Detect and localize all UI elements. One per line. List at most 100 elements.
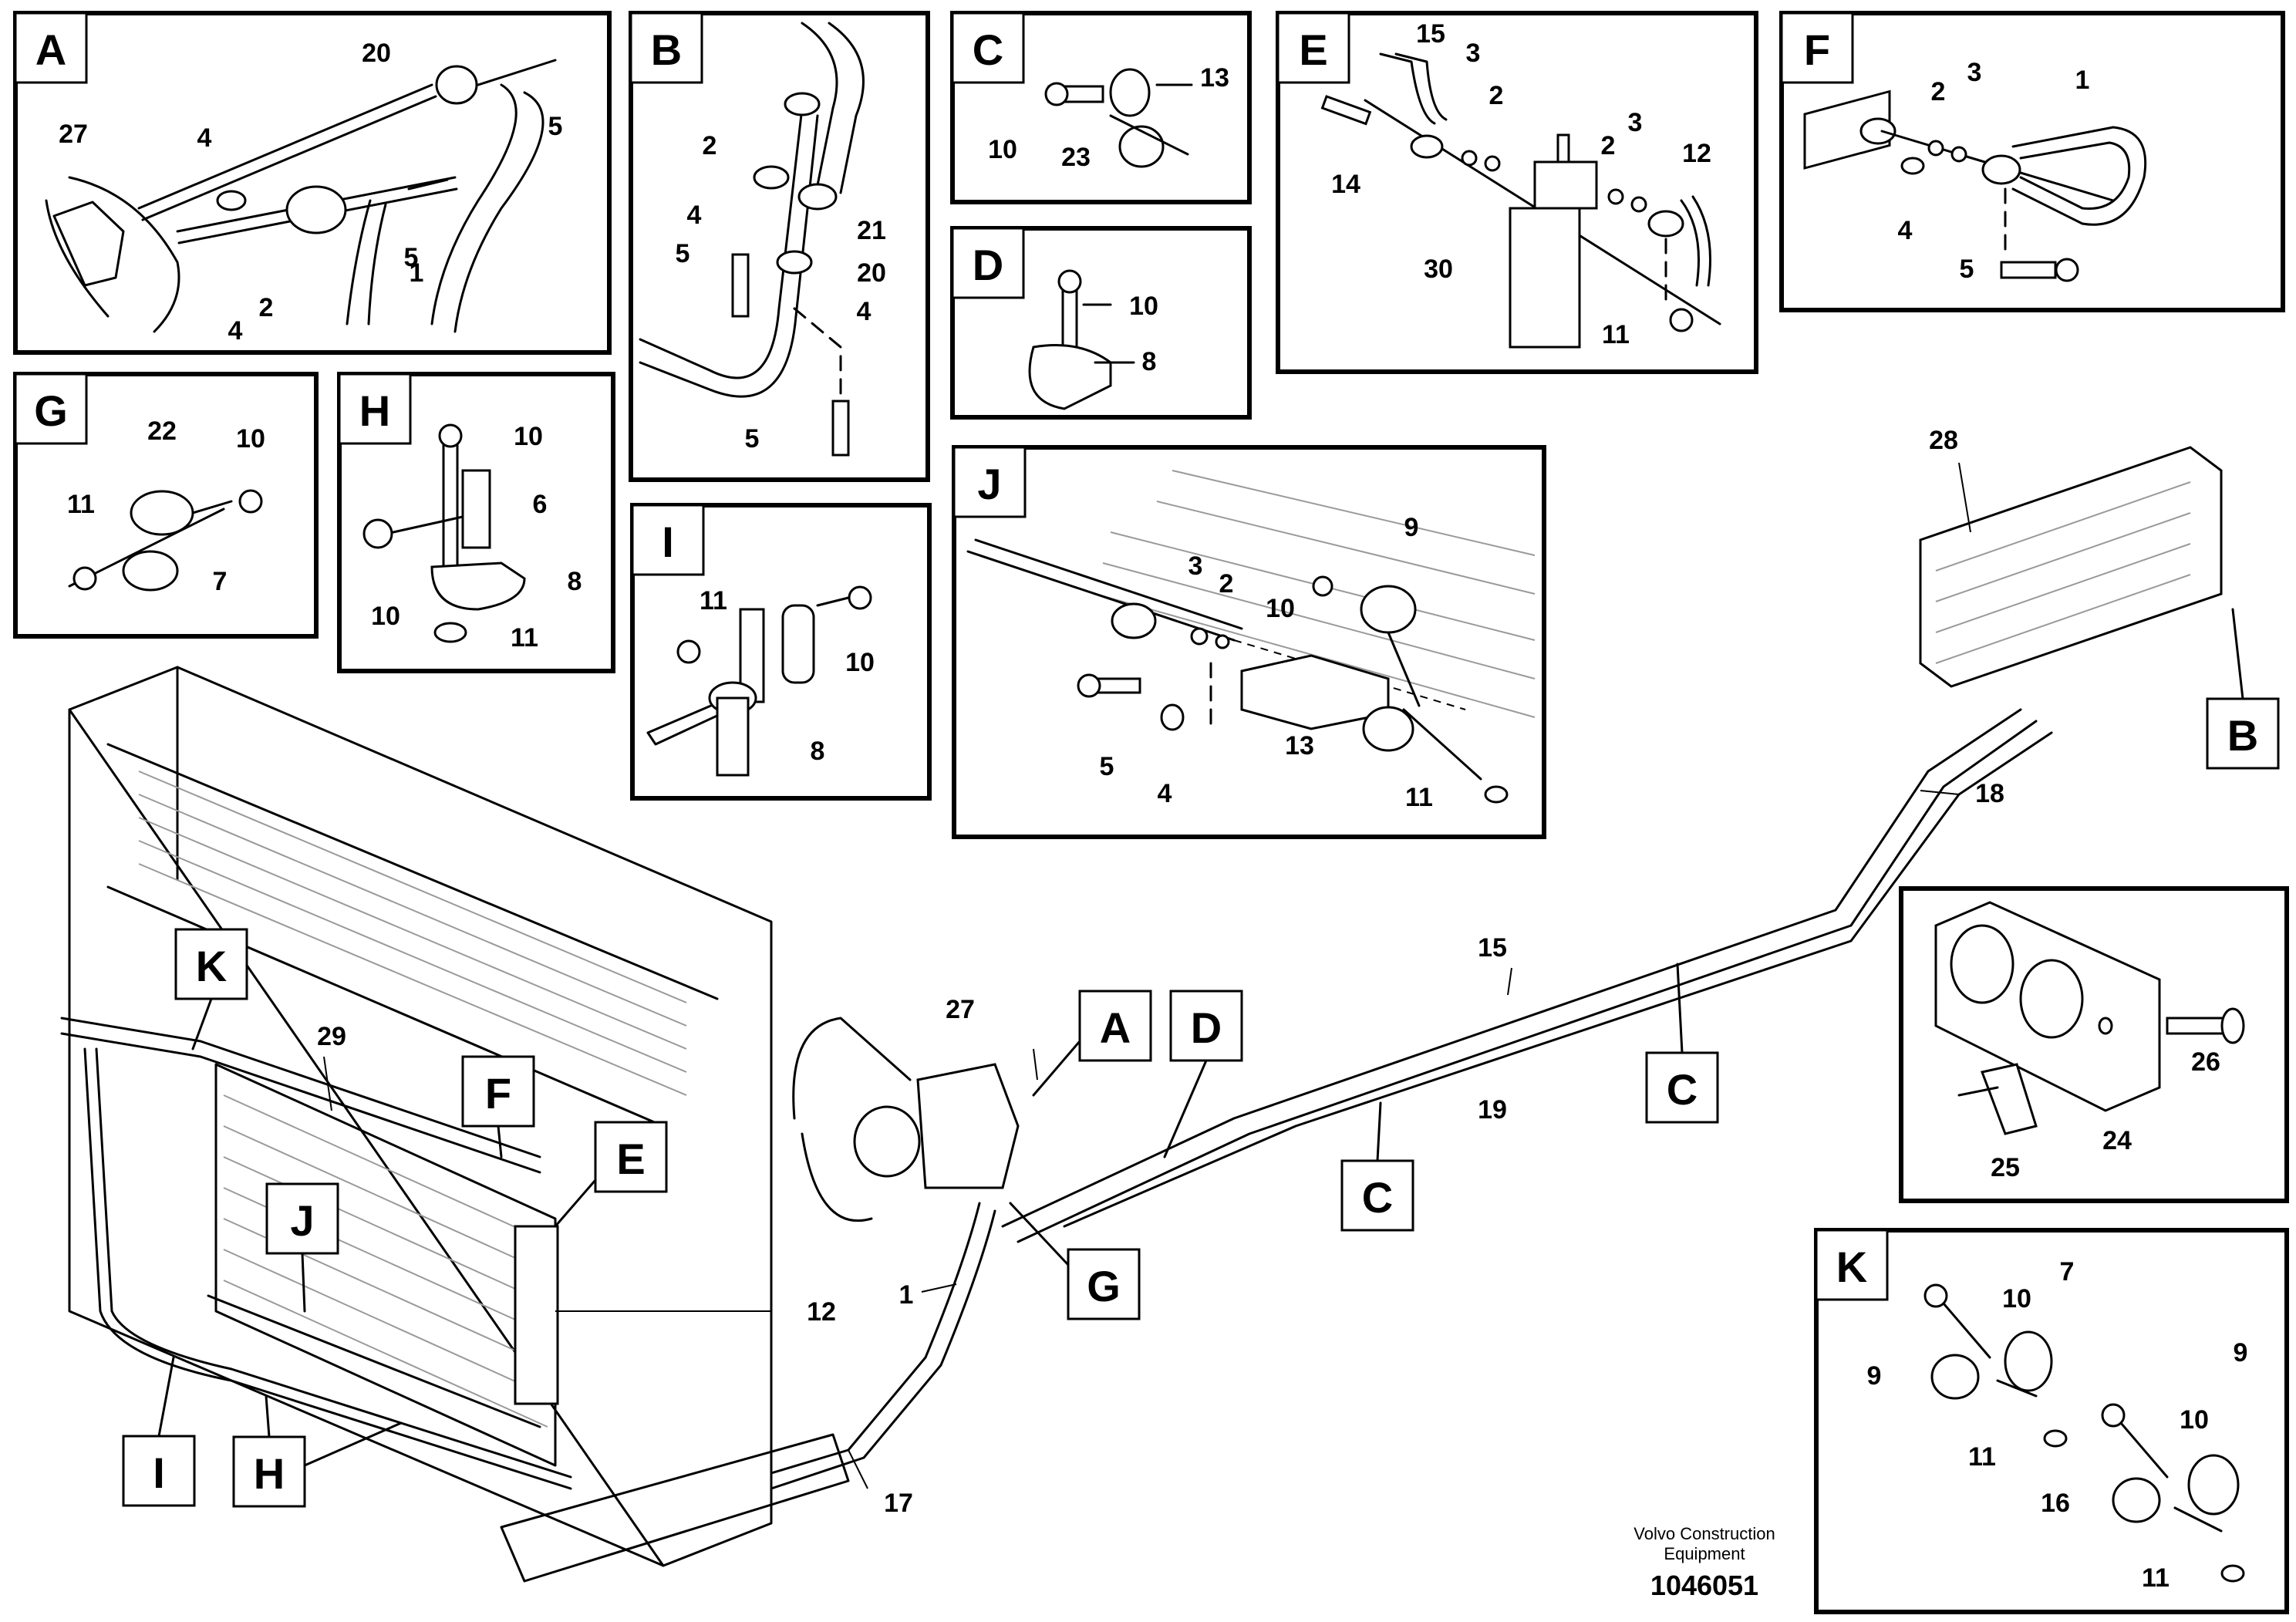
label-j-5: 5 — [1100, 752, 1114, 781]
label-g-11: 11 — [67, 490, 95, 519]
detail-panel-k: K 7 10 9 11 9 10 16 11 — [1814, 1228, 2289, 1614]
label-h-8: 8 — [568, 567, 582, 596]
label-k-11b: 11 — [2142, 1563, 2170, 1593]
label-h-10: 10 — [514, 422, 543, 451]
detail-panel-f: F 3 1 2 4 5 — [1779, 11, 2285, 312]
detail-panel-d: D 10 8 — [950, 226, 1252, 420]
detail-panel-i: I 11 10 8 — [630, 503, 932, 801]
label-a-4: 4 — [197, 123, 212, 153]
label-a-27: 27 — [59, 120, 88, 149]
panel-letter-d: D — [973, 241, 1003, 289]
label-b-4: 4 — [687, 201, 702, 230]
label-b-21: 21 — [857, 216, 886, 245]
label-k-11: 11 — [1968, 1442, 1996, 1472]
callout-c1: C — [1340, 1101, 1414, 1232]
radiator-frame — [68, 666, 773, 1567]
label-j-3: 3 — [1188, 551, 1203, 581]
label-k-9: 9 — [1867, 1361, 1882, 1391]
callout-g: G — [1009, 1202, 1141, 1320]
label-a-5b: 5 — [404, 243, 419, 272]
panel-letter-a: A — [35, 25, 66, 74]
label-d-10: 10 — [1129, 292, 1158, 321]
label-c-23: 23 — [1061, 143, 1091, 172]
label-j-9: 9 — [1404, 513, 1419, 542]
label-h-11: 11 — [511, 623, 538, 653]
label-f-3: 3 — [1967, 58, 1982, 87]
label-a-4b: 4 — [228, 316, 243, 346]
svg-text:J: J — [290, 1196, 314, 1245]
detail-panel-b: B 2 4 21 20 5 4 5 — [629, 11, 930, 482]
svg-text:C: C — [1667, 1065, 1698, 1114]
detail-panel-h: H 10 6 10 8 11 — [337, 372, 615, 673]
panel-letter-h: H — [359, 386, 390, 435]
label-f-5: 5 — [1960, 255, 1974, 284]
footer-company-line2: Equipment — [1664, 1544, 1745, 1563]
label-g-7: 7 — [213, 567, 228, 596]
label-e-2: 2 — [1489, 81, 1504, 110]
label-g-22: 22 — [147, 416, 177, 446]
label-k-10b: 10 — [2180, 1405, 2209, 1435]
label-bracket-26: 26 — [2191, 1047, 2220, 1077]
label-bracket-24: 24 — [2102, 1126, 2132, 1155]
callout-j: J — [265, 1182, 339, 1313]
callout-b: B — [2206, 608, 2280, 770]
label-f-4: 4 — [1898, 216, 1913, 245]
label-b-5b: 5 — [745, 424, 760, 454]
label-k-9b: 9 — [2234, 1338, 2248, 1367]
label-b-2: 2 — [703, 131, 717, 160]
drawing-number: 1046051 — [1650, 1570, 1758, 1601]
footer: Volvo Construction Equipment 1046051 — [1633, 1524, 1775, 1601]
footer-company-line1: Volvo Construction — [1633, 1524, 1775, 1543]
label-main-18: 18 — [1975, 779, 2004, 808]
svg-text:H: H — [254, 1449, 285, 1498]
label-i-8: 8 — [811, 737, 825, 766]
label-g-10: 10 — [236, 424, 265, 454]
label-f-1: 1 — [2075, 66, 2090, 95]
label-main-27: 27 — [946, 995, 975, 1024]
label-a-5: 5 — [548, 112, 563, 141]
label-e-11: 11 — [1602, 320, 1630, 349]
label-k-7: 7 — [2060, 1257, 2075, 1286]
label-f-2: 2 — [1931, 77, 1946, 106]
callout-f: F — [461, 1055, 535, 1158]
callout-h: H — [232, 1394, 403, 1508]
label-b-5: 5 — [676, 239, 690, 268]
panel-letter-g: G — [34, 386, 68, 435]
label-main-15: 15 — [1478, 933, 1507, 963]
label-j-13: 13 — [1285, 731, 1314, 760]
detail-panel-j: J 9 3 2 10 5 4 13 11 — [952, 445, 1546, 839]
label-a-20: 20 — [362, 39, 391, 68]
svg-text:I: I — [153, 1448, 165, 1497]
label-e-14: 14 — [1331, 170, 1360, 199]
label-e-3: 3 — [1466, 39, 1481, 68]
label-c-10: 10 — [988, 135, 1017, 164]
compressor — [916, 1063, 1020, 1189]
label-main-12: 12 — [807, 1297, 836, 1327]
callouts: A B C C D E F — [122, 608, 2280, 1508]
label-e-3b: 3 — [1628, 108, 1643, 137]
label-i-10: 10 — [845, 648, 875, 677]
hose-1 — [770, 1202, 996, 1490]
label-j-10: 10 — [1266, 594, 1295, 623]
label-main-29: 29 — [317, 1022, 346, 1051]
label-k-10: 10 — [2002, 1284, 2031, 1313]
label-main-17: 17 — [884, 1489, 913, 1518]
label-j-11: 11 — [1405, 783, 1433, 812]
svg-text:D: D — [1191, 1003, 1222, 1052]
label-e-12: 12 — [1682, 139, 1711, 168]
detail-panel-e: E 15 3 2 3 2 12 14 30 11 — [1276, 11, 1758, 374]
hose-15 — [1001, 708, 2038, 1243]
detail-panel-bracket: 26 24 25 — [1899, 886, 2289, 1203]
label-e-2b: 2 — [1601, 131, 1616, 160]
main-assembly: 28 18 15 19 27 29 12 1 17 — [60, 426, 2223, 1583]
callout-i: I — [122, 1356, 196, 1507]
callout-a: A — [1032, 990, 1152, 1097]
svg-text:A: A — [1100, 1003, 1131, 1052]
detail-panel-a: A 20 5 27 4 5 2 4 1 — [13, 11, 612, 355]
svg-text:E: E — [616, 1135, 645, 1183]
detail-panel-g: G 22 10 11 7 — [13, 372, 319, 639]
label-main-1: 1 — [899, 1280, 914, 1310]
svg-text:B: B — [2227, 711, 2258, 760]
label-j-4: 4 — [1158, 779, 1172, 808]
